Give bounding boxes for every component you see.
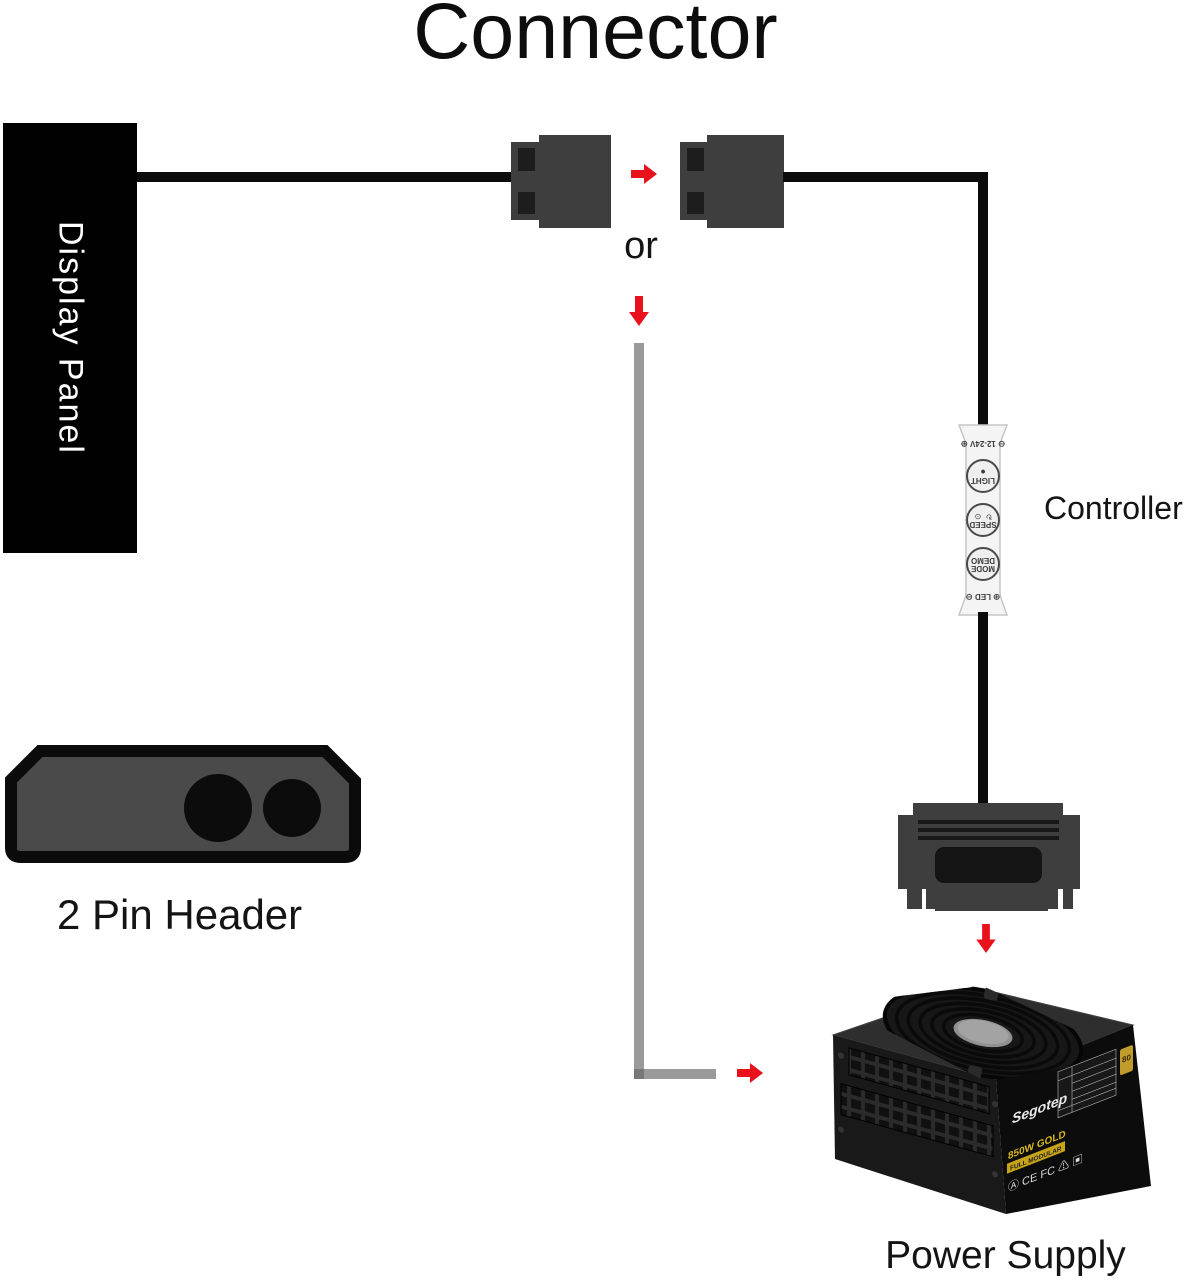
psu-80plus-badge: 80 bbox=[1122, 1052, 1131, 1065]
psu-spec-table bbox=[1057, 1048, 1117, 1119]
alt-cable-vertical bbox=[634, 343, 644, 1079]
mode-demo-button[interactable]: MODE DEMO bbox=[966, 547, 1000, 581]
wire-panel-to-plug bbox=[137, 172, 512, 182]
display-panel: Display Panel bbox=[3, 123, 137, 553]
speed-icons: ↻ ⊙ bbox=[973, 512, 993, 521]
alt-cable-corner bbox=[634, 1069, 644, 1079]
speed-button[interactable]: SPEED ↻ ⊙ bbox=[966, 503, 1000, 537]
wire-plug-to-controller-h bbox=[783, 172, 988, 182]
wire-plug-to-controller-v bbox=[978, 172, 988, 428]
arrow-right-icon-2 bbox=[737, 1063, 763, 1083]
display-panel-label: Display Panel bbox=[51, 221, 90, 455]
plus-icon-2: ⊕ bbox=[960, 439, 969, 449]
arrow-right-icon bbox=[631, 164, 657, 184]
controller-label: Controller bbox=[1044, 490, 1183, 526]
plug-female-pin-2 bbox=[687, 192, 704, 214]
demo-label: DEMO bbox=[971, 556, 995, 565]
speed-label: SPEED bbox=[969, 520, 997, 529]
mode-label: MODE bbox=[971, 564, 995, 573]
or-label: or bbox=[624, 225, 658, 267]
plug-male-pin-2 bbox=[518, 192, 535, 214]
two-pin-header bbox=[5, 745, 361, 863]
pin-header-label: 2 Pin Header bbox=[57, 891, 303, 938]
page-title: Connector bbox=[413, 0, 778, 75]
arrow-down-icon bbox=[629, 296, 649, 326]
sata-power-connector bbox=[898, 803, 1080, 911]
power-supply-image: Segotep 850W GOLD FULL MODULAR 80 Ⓐ CE F… bbox=[831, 985, 1151, 1214]
plug-male-body bbox=[539, 135, 611, 228]
controller-power-row: ⊖ 12-24V ⊕ bbox=[961, 438, 1006, 449]
controller-content: ⊕ LED ⊖ MODE DEMO SPEED ↻ ⊙ LIGHT ● ⊖ 12… bbox=[961, 438, 1006, 602]
light-button[interactable]: LIGHT ● bbox=[966, 459, 1000, 493]
light-dot-icon: ● bbox=[980, 467, 986, 478]
plug-female-pin-1 bbox=[687, 148, 704, 171]
plug-male-pin-1 bbox=[518, 148, 535, 171]
plus-icon: ⊕ bbox=[993, 592, 1001, 602]
psu-fan bbox=[882, 985, 1084, 1082]
plug-female bbox=[680, 135, 784, 228]
minus-icon-2: ⊖ bbox=[997, 439, 1006, 449]
wire-controller-to-sata bbox=[978, 612, 988, 808]
alt-cable-horizontal bbox=[644, 1069, 716, 1079]
led-label: LED bbox=[975, 592, 991, 601]
psu-modular-sockets bbox=[838, 1047, 998, 1178]
plug-female-body bbox=[707, 135, 784, 228]
controller-led-row: ⊕ LED ⊖ bbox=[965, 591, 1000, 602]
voltage-label: 12-24V bbox=[970, 439, 996, 448]
minus-icon: ⊖ bbox=[965, 592, 973, 602]
light-label: LIGHT bbox=[971, 476, 995, 486]
plug-male bbox=[511, 135, 611, 228]
arrow-down-icon-2 bbox=[976, 924, 996, 954]
led-controller: ⊕ LED ⊖ MODE DEMO SPEED ↻ ⊙ LIGHT ● ⊖ 12… bbox=[956, 424, 1010, 616]
power-supply-label: Power Supply bbox=[885, 1234, 1126, 1277]
